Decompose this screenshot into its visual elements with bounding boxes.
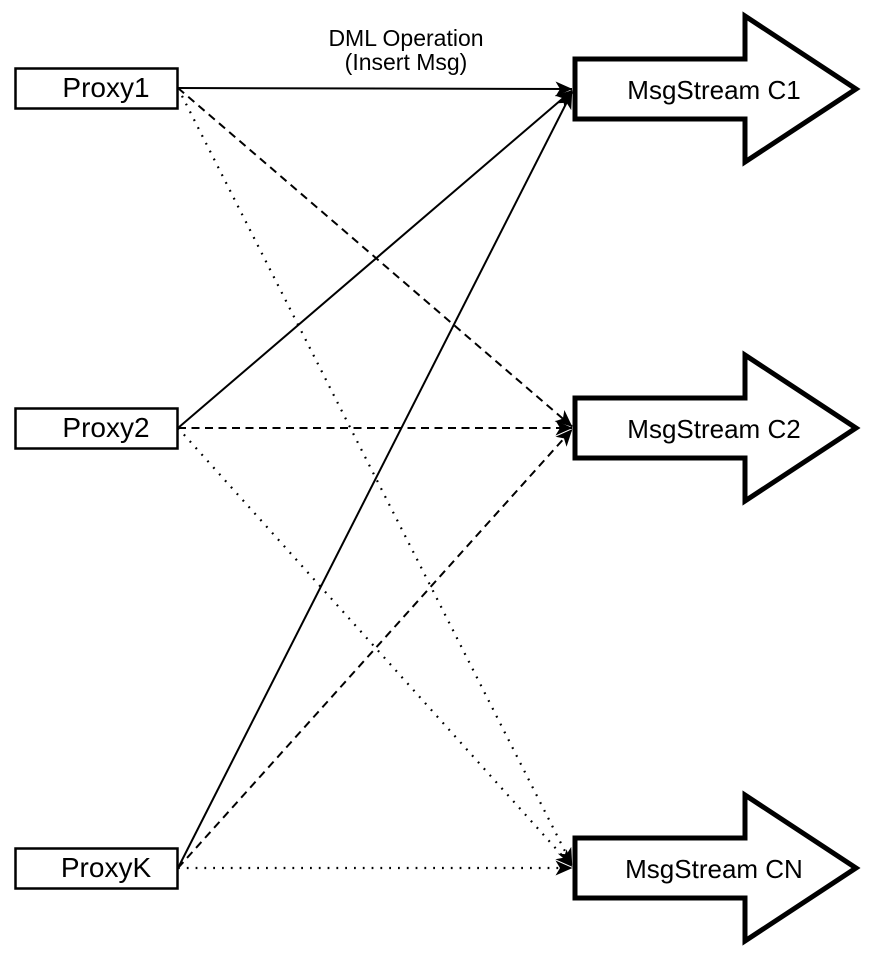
annotation-line1: DML Operation — [328, 25, 483, 51]
edge-proxy1-to-cn — [177, 87, 573, 866]
proxyk-box — [14, 847, 179, 890]
edge-proxy2-to-cn — [177, 427, 573, 868]
proxy-node-k: ProxyK — [14, 847, 179, 890]
proxy2-label: Proxy2 — [62, 412, 149, 443]
edge-layer — [177, 81, 573, 876]
stream-nodes: MsgStream C1 MsgStream C2 MsgStream CN — [572, 11, 861, 946]
edge-proxyk-to-c2 — [177, 428, 573, 869]
annotation-line2: (Insert Msg) — [345, 49, 468, 75]
msgstream-c2-arrow-shape — [572, 350, 861, 506]
edge-proxy2-to-c1 — [177, 89, 573, 429]
msgstream-cn-label: MsgStream CN — [625, 854, 803, 884]
msgstream-c2-label: MsgStream C2 — [627, 414, 800, 444]
stream-node-c1: MsgStream C1 — [572, 11, 861, 167]
edge-proxy1-to-c2 — [177, 87, 573, 428]
proxy-node-2: Proxy2 — [14, 407, 179, 450]
msgstream-c1-label: MsgStream C1 — [627, 75, 800, 105]
proxy1-box — [14, 67, 179, 110]
msgstream-c1-arrow-shape — [572, 11, 861, 167]
annotation: DML Operation (Insert Msg) — [328, 25, 483, 75]
stream-node-cn: MsgStream CN — [572, 790, 861, 946]
proxy1-label: Proxy1 — [62, 72, 149, 103]
proxyk-label: ProxyK — [61, 852, 152, 883]
stream-node-c2: MsgStream C2 — [572, 350, 861, 506]
proxy2-box — [14, 407, 179, 450]
edge-proxy1-to-c1 — [177, 81, 573, 97]
edge-proxyk-to-c1 — [177, 91, 573, 869]
proxy-node-1: Proxy1 — [14, 67, 179, 110]
proxy-nodes: Proxy1 Proxy2 ProxyK — [14, 67, 179, 890]
msgstream-cn-arrow-shape — [572, 790, 861, 946]
